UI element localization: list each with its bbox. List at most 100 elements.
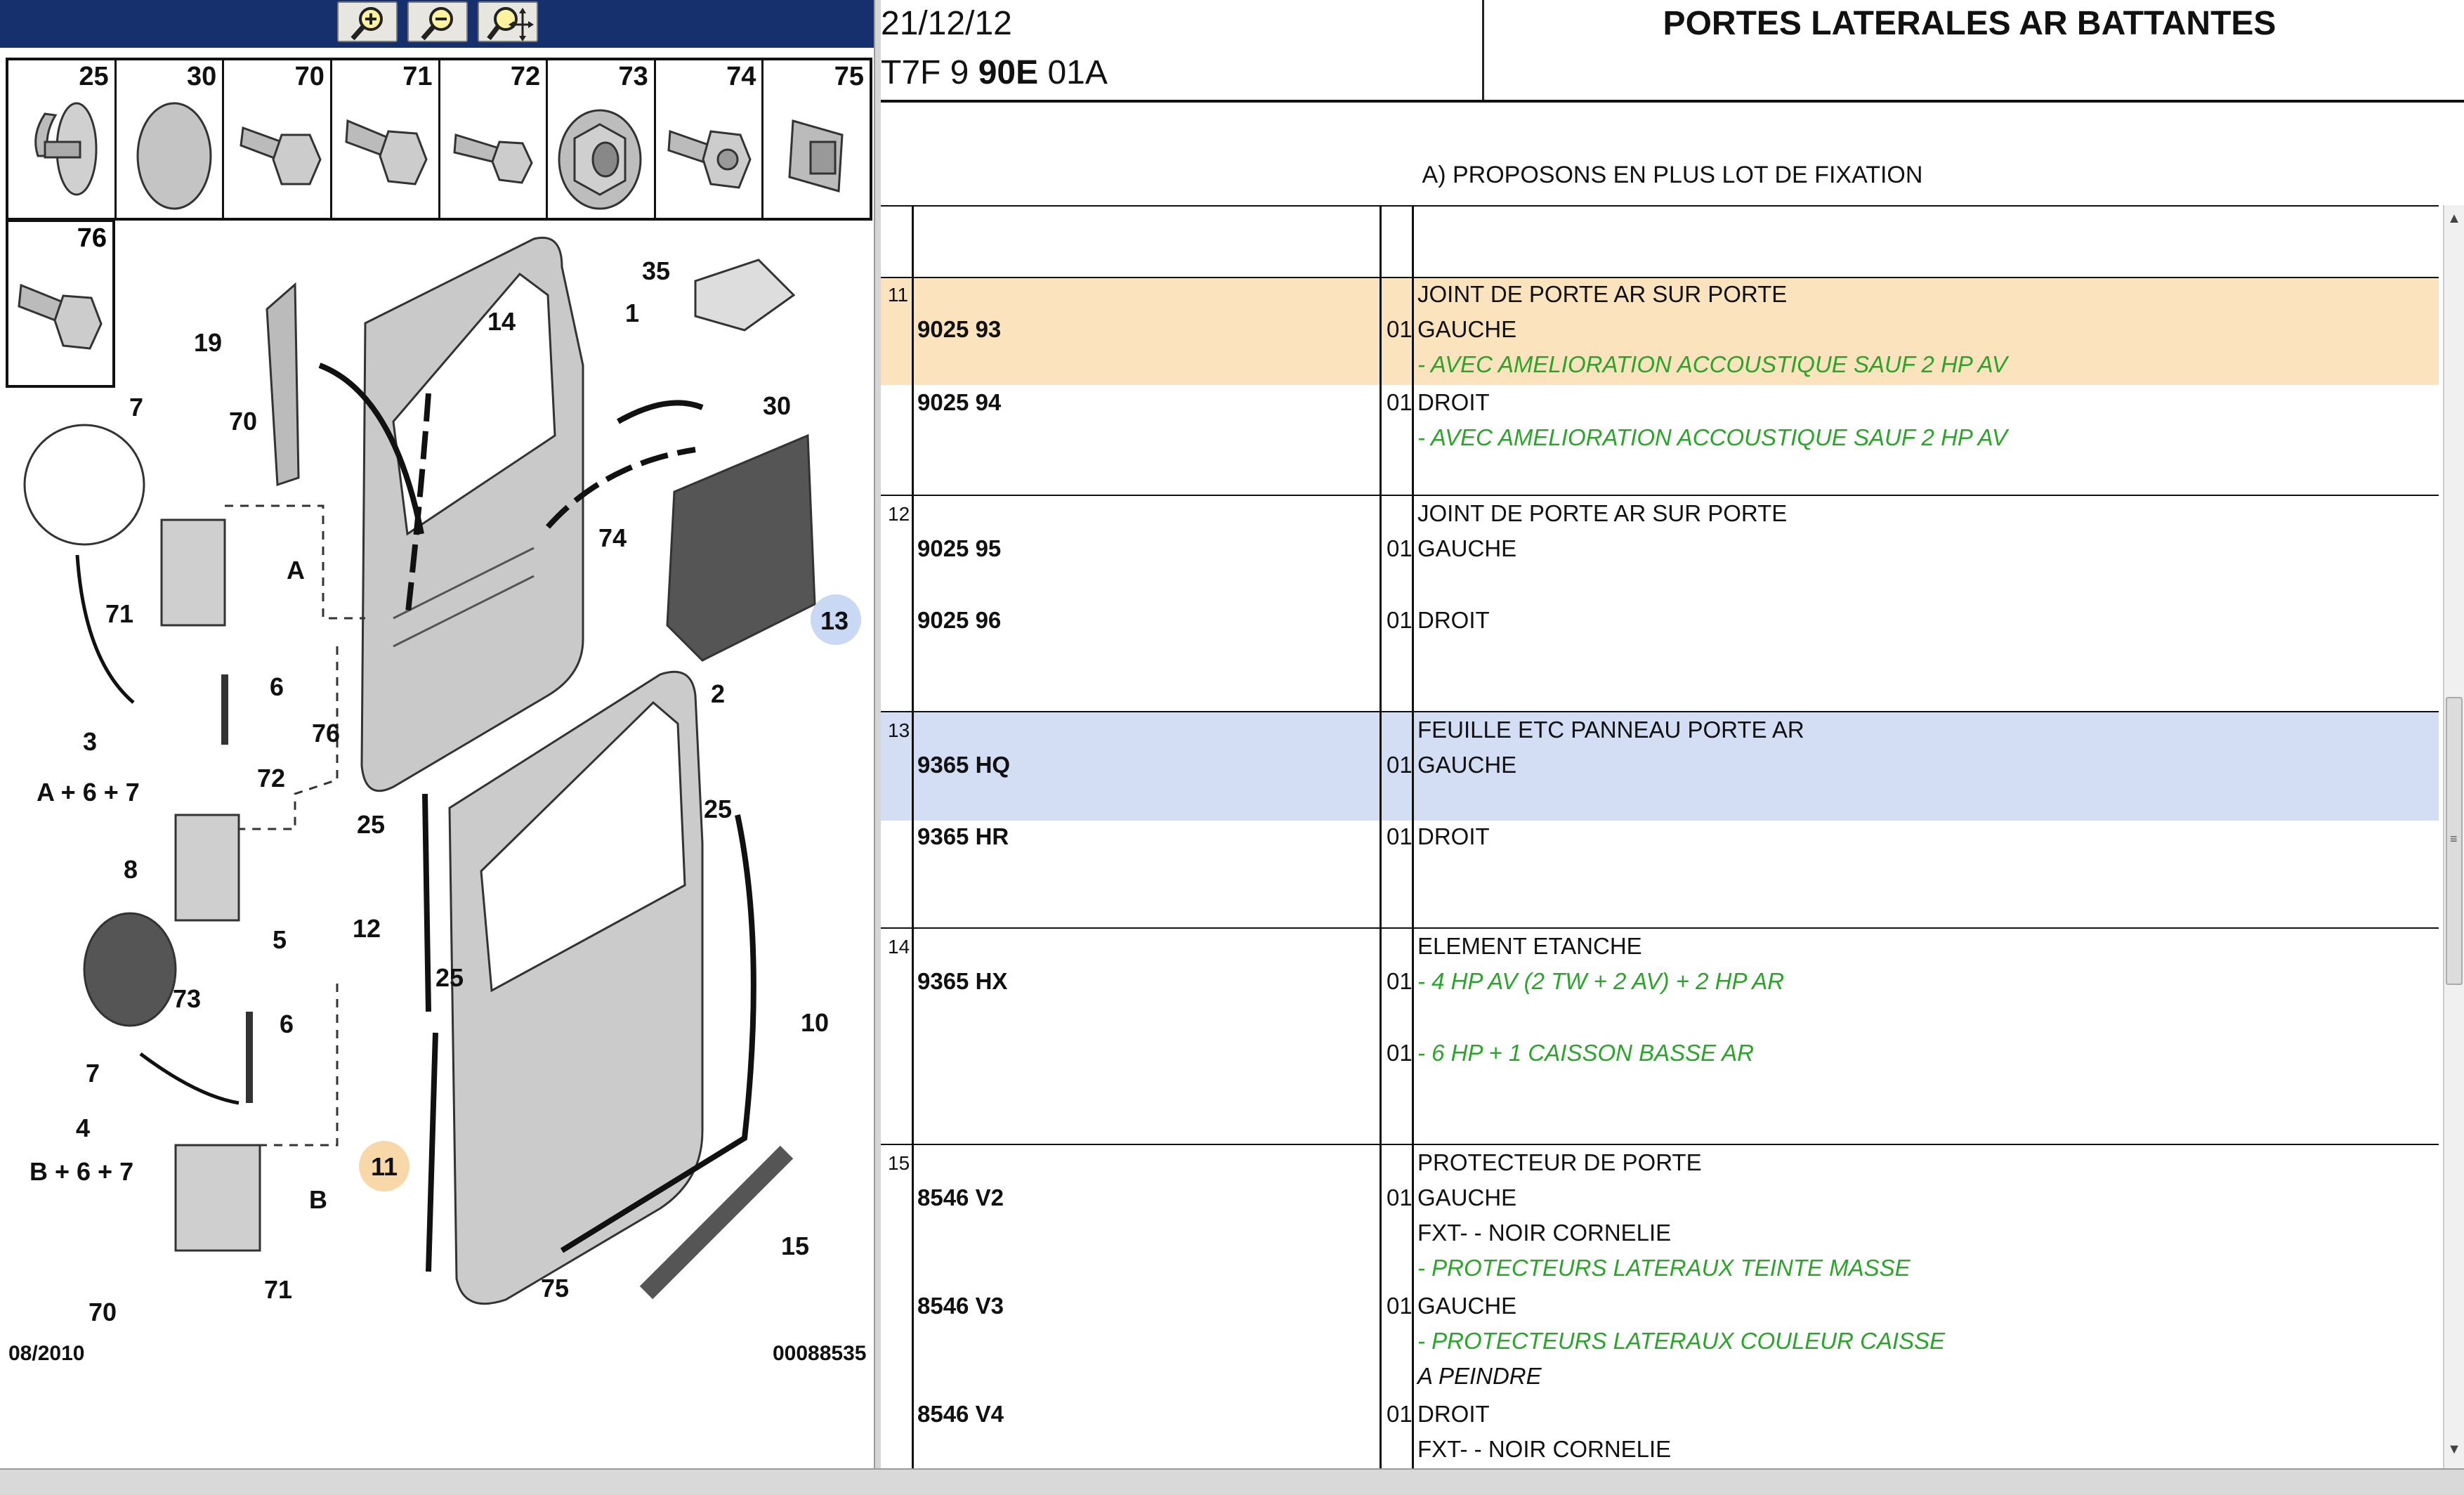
parts-table: 11 JOINT DE PORTE AR SUR PORTE 9025 93 0… (881, 205, 2439, 1468)
row-9025-95[interactable]: 12 JOINT DE PORTE AR SUR PORTE 9025 95 0… (881, 496, 2439, 604)
callout-73[interactable]: 73 (173, 984, 201, 1013)
zoom-out-button[interactable] (407, 1, 468, 42)
callout-1[interactable]: 1 (625, 299, 639, 327)
callout-A[interactable]: A (287, 556, 305, 585)
thumbnail-71[interactable]: 71 (332, 60, 440, 218)
part-ref[interactable]: 9025 94 (917, 389, 1002, 415)
catalog-code-suffix: 01A (1047, 54, 1108, 91)
thumbnail-number: 73 (618, 62, 648, 91)
part-qty: 01 (1387, 1040, 1413, 1066)
callout-7b[interactable]: 7 (86, 1059, 100, 1088)
callout-70a[interactable]: 70 (229, 407, 257, 436)
callout-7a[interactable]: 7 (129, 393, 143, 422)
callout-35[interactable]: 35 (642, 256, 670, 285)
group-title: JOINT DE PORTE AR SUR PORTE (1417, 500, 1788, 526)
part-ref[interactable]: 8546 V2 (917, 1184, 1004, 1210)
group-11: 11 JOINT DE PORTE AR SUR PORTE 9025 93 0… (881, 278, 2439, 496)
callout-25a[interactable]: 25 (357, 810, 385, 839)
header-divider (1482, 0, 1484, 100)
zoom-in-button[interactable] (337, 1, 398, 42)
part-desc: GAUCHE (1417, 316, 1517, 342)
callout-71a[interactable]: 71 (105, 599, 133, 628)
column-rule (1380, 207, 1382, 1468)
callout-6b[interactable]: 6 (280, 1010, 294, 1038)
callout-75[interactable]: 75 (541, 1274, 569, 1303)
row-9025-93[interactable]: 11 JOINT DE PORTE AR SUR PORTE 9025 93 0… (881, 278, 2439, 385)
group-13: 13 FEUILLE ETC PANNEAU PORTE AR 9365 HQ … (881, 712, 2439, 929)
thumbnail-30[interactable]: 30 (117, 60, 225, 218)
row-8546-V4[interactable]: 8546 V4 01 DROIT FXT- - NOIR CORNELIE (881, 1397, 2439, 1468)
catalog-code-bold: 90E (978, 54, 1039, 91)
callout-6a[interactable]: 6 (270, 672, 284, 701)
callout-14[interactable]: 14 (487, 307, 516, 336)
callout-3[interactable]: 3 (83, 727, 97, 756)
parts-list-pane: 21/12/12 T7F 9 90E 01A PORTES LATERALES … (881, 0, 2464, 1468)
callout-11[interactable]: 11 (371, 1152, 398, 1181)
thumbnail-74[interactable]: 74 (656, 60, 764, 218)
row-8546-V3[interactable]: 8546 V3 01 GAUCHE - PROTECTEURS LATERAUX… (881, 1288, 2439, 1394)
row-9365-HR[interactable]: 9365 HR 01 DROIT (881, 821, 2439, 927)
pan-button[interactable] (478, 1, 538, 42)
callout-30[interactable]: 30 (763, 391, 791, 420)
callout-71b[interactable]: 71 (264, 1275, 292, 1304)
callout-19[interactable]: 19 (194, 328, 222, 357)
callout-B[interactable]: B (309, 1185, 327, 1214)
part-ref[interactable]: 8546 V3 (917, 1293, 1004, 1319)
callout-25b[interactable]: 25 (704, 795, 732, 823)
callout-5[interactable]: 5 (273, 925, 287, 954)
part-ref[interactable]: 9365 HR (917, 823, 1009, 849)
callout-8[interactable]: 8 (124, 855, 138, 884)
part-ref[interactable]: 9365 HQ (917, 752, 1011, 778)
group-index: 15 (888, 1152, 910, 1174)
scroll-up-icon[interactable]: ▲ (2447, 211, 2461, 226)
row-9025-94[interactable]: 9025 94 01 DROIT - AVEC AMELIORATION ACC… (881, 385, 2439, 495)
group-title: ELEMENT ETANCHE (1417, 933, 1642, 959)
callout-76[interactable]: 76 (312, 719, 340, 748)
callout-12[interactable]: 12 (353, 914, 381, 943)
part-desc: GAUCHE (1417, 535, 1517, 561)
callout-10[interactable]: 10 (801, 1008, 829, 1037)
part-ref[interactable]: 9025 93 (917, 316, 1002, 342)
door-1-window (392, 272, 556, 536)
part-note: - PROTECTEURS LATERAUX COULEUR CAISSE (1417, 1328, 1946, 1354)
callout-2[interactable]: 2 (711, 679, 725, 708)
thumbnail-73[interactable]: 73 (548, 60, 656, 218)
scroll-thumb[interactable]: ≡ (2446, 697, 2463, 985)
part-ref[interactable]: 8546 V4 (917, 1401, 1004, 1427)
part-qty: 01 (1387, 1401, 1413, 1427)
thumbnail-number: 72 (510, 62, 541, 91)
thumbnail-76[interactable]: 76 (6, 219, 115, 388)
group-index: 14 (888, 936, 910, 958)
table-scrollbar[interactable]: ▲ ≡ ▼ (2443, 205, 2464, 1468)
callout-4[interactable]: 4 (76, 1114, 90, 1142)
row-8546-V2[interactable]: 15 PROTECTEUR DE PORTE 8546 V2 01 GAUCHE… (881, 1145, 2439, 1281)
part-ref[interactable]: 9025 95 (917, 535, 1002, 561)
clip-nut-icon (788, 119, 844, 192)
column-rule (1412, 207, 1414, 1468)
window-bottom-bar (0, 1468, 2464, 1495)
pane-splitter[interactable] (874, 0, 881, 1468)
screw-icon (452, 133, 533, 184)
row-9365-HX[interactable]: 14 ELEMENT ETANCHE 9365 HX 01 - 4 HP AV … (881, 929, 2439, 1144)
scroll-down-icon[interactable]: ▼ (2447, 1442, 2461, 1457)
thumbnail-25[interactable]: 25 (8, 60, 117, 218)
group-title: FEUILLE ETC PANNEAU PORTE AR (1417, 717, 1804, 743)
part-ref[interactable]: 9365 HX (917, 968, 1008, 994)
part-qty: 01 (1387, 316, 1413, 342)
thumbnail-number: 25 (79, 62, 109, 91)
callout-72[interactable]: 72 (257, 764, 285, 792)
row-9025-96[interactable]: 9025 96 01 DROIT (881, 604, 2439, 711)
part-sub: FXT- - NOIR CORNELIE (1417, 1220, 1672, 1246)
callout-74[interactable]: 74 (598, 523, 627, 552)
part-note: - PROTECTEURS LATERAUX TEINTE MASSE (1417, 1255, 1911, 1281)
part-ref[interactable]: 9025 96 (917, 607, 1002, 633)
thumbnail-70[interactable]: 70 (224, 60, 332, 218)
highlight-11 (359, 1141, 409, 1192)
callout-70b[interactable]: 70 (89, 1298, 117, 1326)
thumbnail-72[interactable]: 72 (440, 60, 549, 218)
row-9365-HQ[interactable]: 13 FEUILLE ETC PANNEAU PORTE AR 9365 HQ … (881, 712, 2439, 821)
callout-15[interactable]: 15 (781, 1232, 809, 1260)
thumbnail-75[interactable]: 75 (764, 60, 870, 218)
callout-13[interactable]: 13 (820, 606, 848, 635)
callout-25c[interactable]: 25 (435, 963, 464, 992)
